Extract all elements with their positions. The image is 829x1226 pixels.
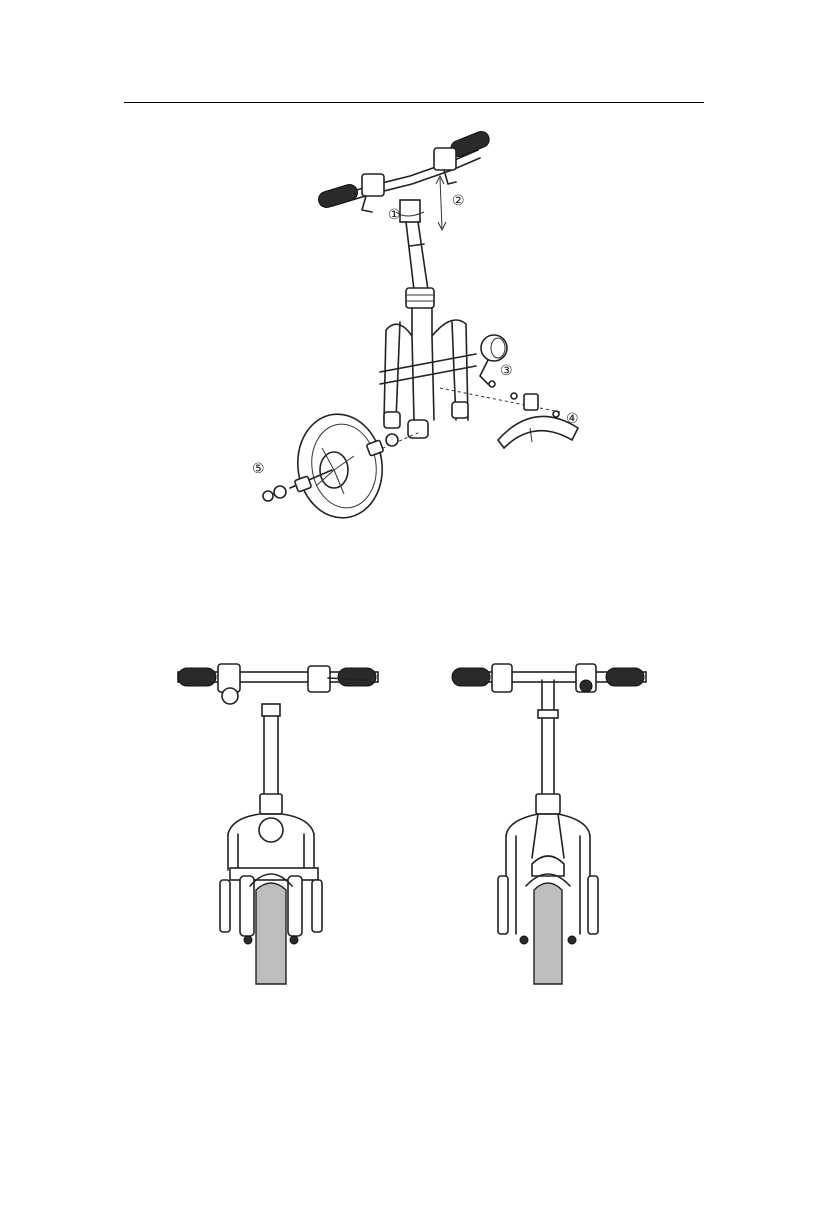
right-brake-housing [434, 148, 456, 170]
right-grip [338, 668, 376, 686]
callout-5: ⑤ [252, 462, 265, 476]
callout-3: ③ [500, 364, 513, 378]
callout-2: ② [452, 194, 465, 208]
callout-4: ④ [566, 412, 579, 426]
right-grip [606, 668, 644, 686]
front-wheel [256, 883, 286, 984]
left-grip [452, 668, 490, 686]
exploded-assembly-diagram [0, 0, 829, 530]
left-grip [317, 183, 360, 210]
left-grip [178, 668, 216, 686]
rear-view-diagram [446, 654, 706, 994]
front-view-diagram [168, 654, 428, 994]
rear-wheel [534, 883, 562, 984]
stem-clamp [400, 200, 420, 222]
left-brake-housing [362, 174, 384, 196]
callout-1: ① [388, 208, 401, 222]
headlamp [481, 335, 507, 361]
headset-collar [406, 288, 434, 308]
headlamp [259, 818, 283, 842]
